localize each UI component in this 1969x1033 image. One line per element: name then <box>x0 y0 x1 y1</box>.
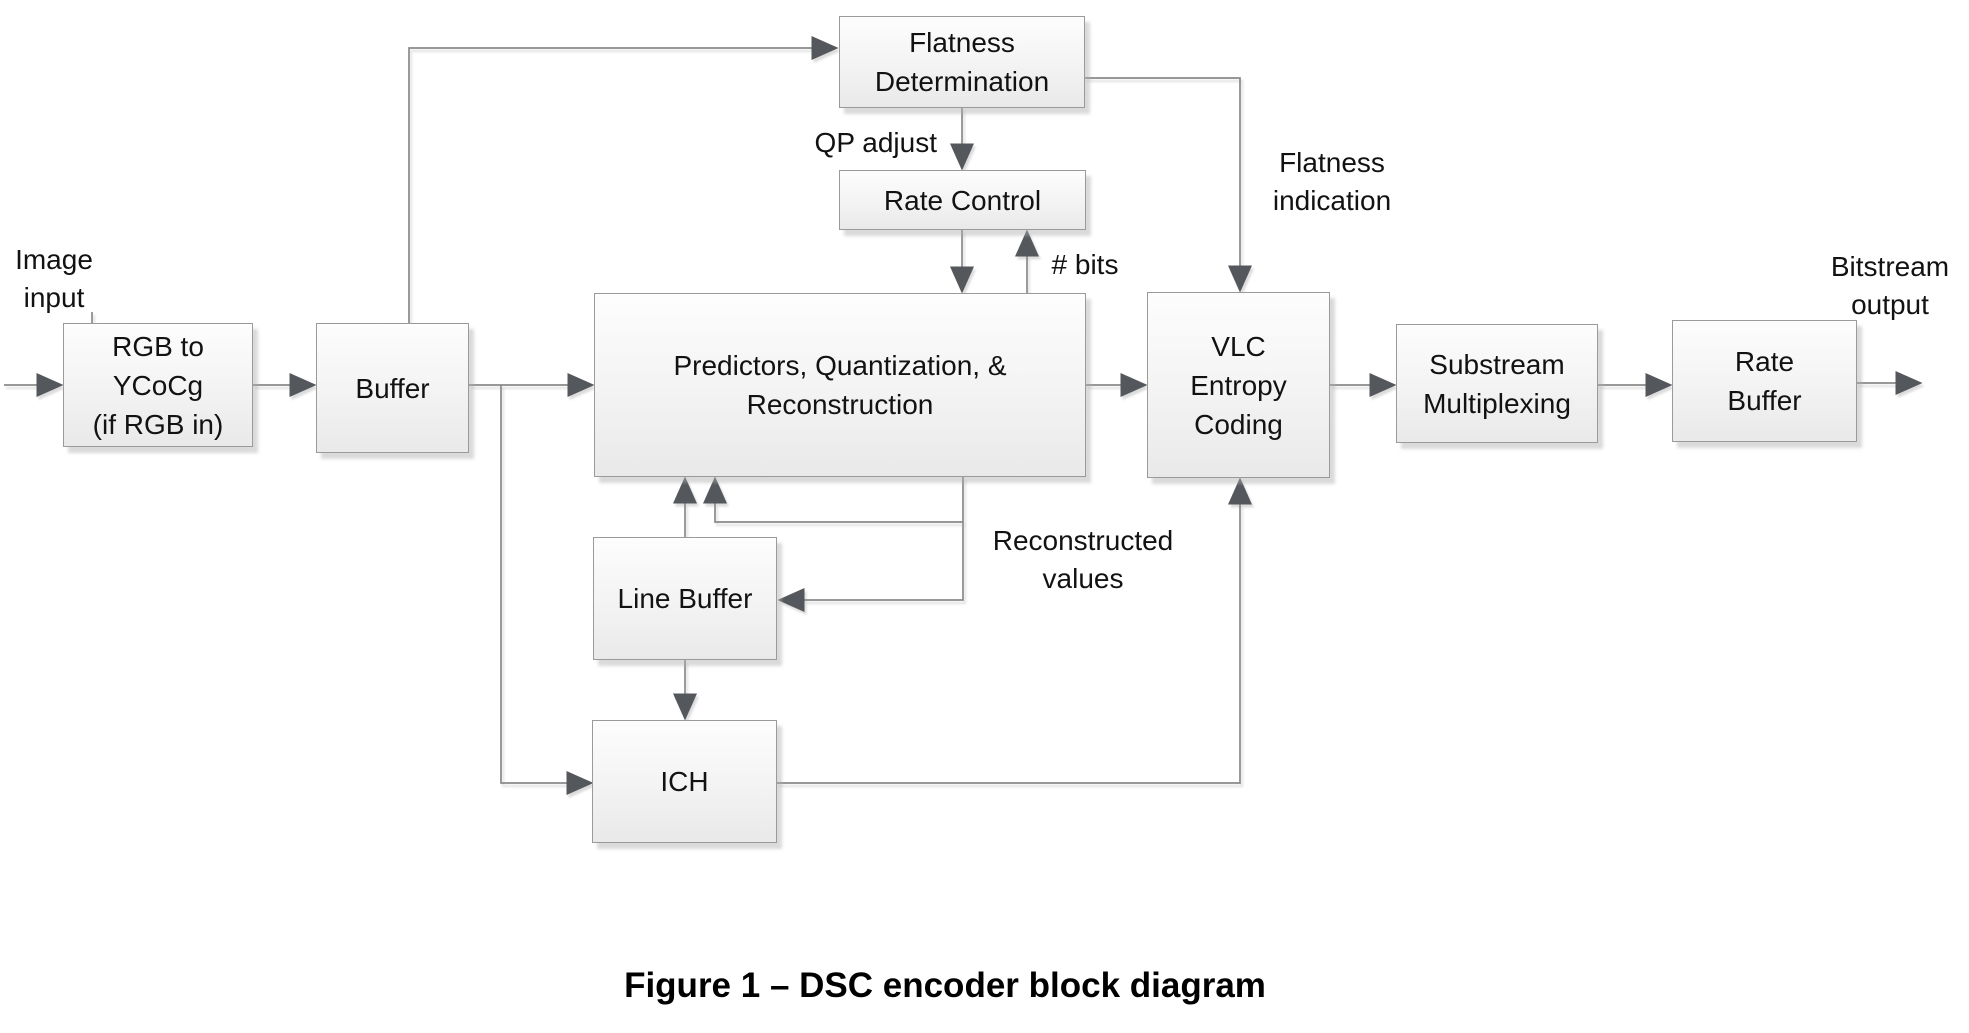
node-label: Determination <box>874 66 1050 97</box>
node-substream-multiplexing: Substream Multiplexing <box>1396 324 1598 443</box>
node-label: Substream <box>1429 348 1565 380</box>
node-label: Rate <box>1734 346 1795 377</box>
label-qp-adjust: QP adjust <box>737 124 937 162</box>
figure-caption: Figure 1 – DSC encoder block diagram <box>624 966 1266 1005</box>
node-rate-control: Rate Control <box>839 170 1086 230</box>
label-line: # bits <box>1051 249 1119 280</box>
connector-reconstructed-to-predictors <box>703 476 963 523</box>
node-label: Reconstruction <box>746 389 934 420</box>
label-reconstructed-values: Reconstructed values <box>983 522 1183 598</box>
node-line-buffer: Line Buffer <box>593 537 777 660</box>
label-num-bits: # bits <box>1035 246 1135 284</box>
connector-flatness-indication-to-vlc <box>1085 77 1252 293</box>
label-line: Flatness <box>1279 147 1385 178</box>
node-vlc-entropy-coding: VLC Entropy Coding <box>1147 292 1330 478</box>
node-label: Entropy <box>1190 369 1287 401</box>
label-flatness-indication: Flatness indication <box>1232 144 1432 220</box>
node-label: (if RGB in) <box>92 408 224 440</box>
node-label: Rate Control <box>883 184 1042 216</box>
label-image-input: Image input <box>0 241 108 317</box>
node-rgb-to-ycocg: RGB to YCoCg (if RGB in) <box>63 323 253 447</box>
node-label: Line Buffer <box>617 583 753 614</box>
node-label: RGB to <box>112 330 204 362</box>
node-label: Buffer <box>1727 385 1802 416</box>
node-label: Predictors, Quantization, & <box>673 350 1007 381</box>
node-ich: ICH <box>592 720 777 843</box>
node-predictors-quantization-reconstruction: Predictors, Quantization, & Reconstructi… <box>594 293 1086 477</box>
node-label: ICH <box>660 766 709 797</box>
node-label: VLC <box>1211 330 1266 362</box>
node-label: Flatness <box>909 27 1015 58</box>
label-line: indication <box>1272 185 1392 216</box>
node-label: Buffer <box>355 372 430 404</box>
label-line: Reconstructed <box>992 525 1174 556</box>
connector-ich-to-vlc <box>777 477 1252 784</box>
node-rate-buffer: Rate Buffer <box>1672 320 1857 442</box>
connector-reconstructed-to-line-buffer <box>777 477 964 612</box>
node-flatness-determination: Flatness Determination <box>839 16 1085 108</box>
label-line: Image <box>15 244 93 275</box>
label-line: output <box>1851 289 1929 320</box>
label-line: Bitstream <box>1830 251 1950 282</box>
label-line: QP adjust <box>814 127 937 158</box>
node-label: Coding <box>1194 408 1283 440</box>
connector-buffer-to-ich <box>500 385 594 795</box>
node-label: YCoCg <box>112 369 204 401</box>
label-line: values <box>1042 563 1124 594</box>
node-buffer: Buffer <box>316 323 469 453</box>
label-bitstream-output: Bitstream output <box>1790 248 1969 324</box>
connector-buffer-to-flatness <box>408 36 839 323</box>
node-label: Multiplexing <box>1423 387 1571 419</box>
label-line: input <box>23 282 85 313</box>
